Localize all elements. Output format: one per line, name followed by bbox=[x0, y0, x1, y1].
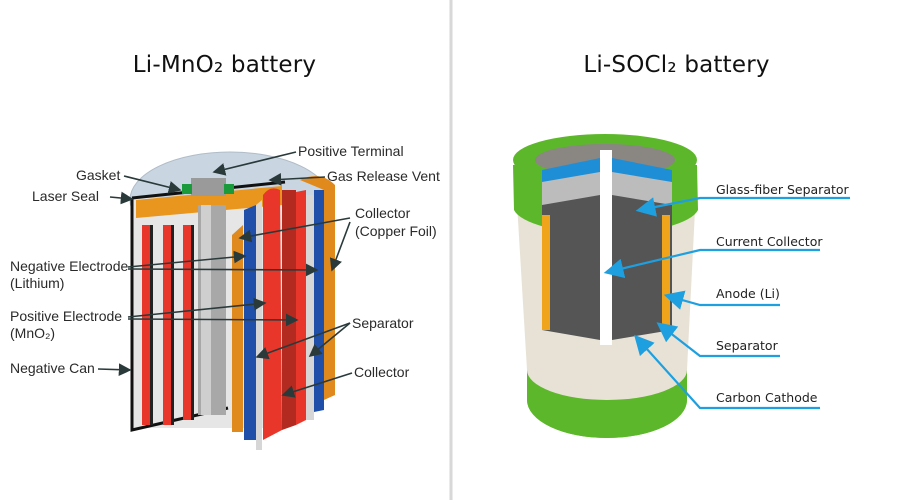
label-negative-electrode-line2: (Lithium) bbox=[10, 275, 64, 291]
electrode-stripes bbox=[142, 225, 194, 425]
label-gas-release-vent: Gas Release Vent bbox=[327, 168, 440, 184]
unrolled-layers bbox=[232, 176, 335, 450]
label-current-collector: Current Collector bbox=[716, 234, 823, 249]
callout-lines bbox=[603, 196, 850, 410]
label-gasket: Gasket bbox=[76, 167, 120, 183]
label-negative-electrode-line1: Negative Electrode bbox=[10, 258, 129, 274]
gasket bbox=[182, 184, 192, 194]
li-socl2-diagram: Glass-fiber Separator Current Collector … bbox=[513, 134, 850, 438]
glass-fiber-separator bbox=[542, 158, 600, 182]
label-anode: Anode (Li) bbox=[716, 286, 780, 301]
label-collector-copper-line2: (Copper Foil) bbox=[355, 223, 437, 239]
label-carbon-cathode: Carbon Cathode bbox=[716, 390, 818, 405]
top-plate bbox=[136, 186, 282, 218]
li-socl2-panel: Li-SOCl₂ battery bbox=[453, 0, 900, 500]
label-collector: Collector bbox=[354, 364, 410, 380]
label-negative-can: Negative Can bbox=[10, 360, 95, 376]
current-collector-rod bbox=[600, 150, 612, 345]
li-socl2-title: Li-SOCl₂ battery bbox=[583, 52, 770, 78]
label-glass-fiber-separator: Glass-fiber Separator bbox=[716, 182, 850, 197]
li-mno2-diagram: Positive Terminal Gasket Gas Release Ven… bbox=[10, 143, 440, 450]
panel-divider bbox=[449, 0, 453, 500]
label-separator: Separator bbox=[716, 338, 779, 353]
label-positive-terminal: Positive Terminal bbox=[298, 143, 404, 159]
anode-right bbox=[662, 215, 670, 325]
label-separator: Separator bbox=[352, 315, 414, 331]
li-mno2-title: Li-MnO₂ battery bbox=[132, 52, 317, 78]
label-laser-seal: Laser Seal bbox=[32, 188, 99, 204]
positive-terminal bbox=[191, 178, 226, 196]
anode-left bbox=[542, 215, 550, 330]
leader-lines bbox=[97, 151, 353, 398]
li-mno2-panel: Li-MnO₂ battery bbox=[0, 0, 449, 500]
cutaway-interior bbox=[542, 150, 672, 345]
label-positive-electrode-line1: Positive Electrode bbox=[10, 308, 122, 324]
label-collector-copper-line1: Collector bbox=[355, 205, 411, 221]
label-positive-electrode-line2: (MnO₂) bbox=[10, 325, 55, 341]
